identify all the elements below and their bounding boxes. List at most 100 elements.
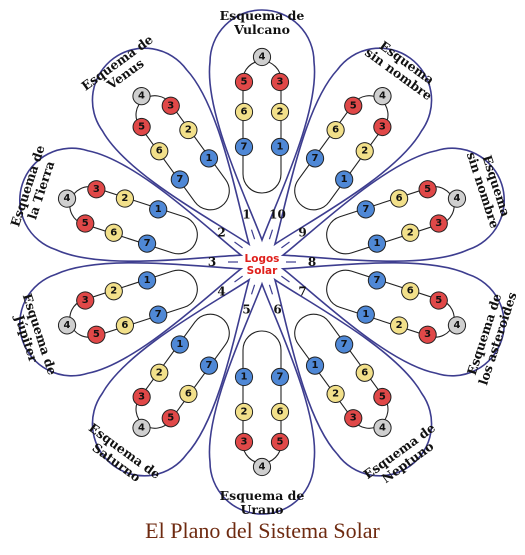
globe-circle [179,120,198,140]
globe-number: 4 [453,193,460,204]
globe-number: 5 [435,295,442,306]
globe-number: 6 [156,146,163,157]
globe-yellow: 6 [326,120,345,140]
globe-red: 5 [234,72,254,92]
globe-yellow: 6 [234,102,254,122]
petal-outline [273,47,433,247]
globe-circle [132,387,151,407]
globe-number: 4 [64,193,71,204]
globe-number: 7 [312,153,319,164]
globe-number: 1 [155,204,162,215]
petal-outline [208,9,316,243]
center-logos: Logos Solar [245,253,280,277]
globe-blue: 7 [234,137,254,157]
globe-circle [137,271,157,290]
inner-spokes [228,229,296,295]
globe-circle [355,142,374,161]
globe-circle [270,367,290,387]
globe-number: 5 [138,121,145,132]
globe-circle [57,189,77,208]
globe-blue: 7 [199,356,219,375]
spoke-line [281,241,290,249]
globe-blue: 1 [170,335,189,354]
globe-red: 3 [429,214,448,233]
globe-number: 1 [341,174,348,185]
globe-circle [326,384,345,404]
globe-yellow: 2 [115,189,135,208]
globe-circle [389,189,409,208]
scheme-label-line: Esquema de [220,488,305,503]
globe-number: 3 [435,218,442,229]
globe-red: 5 [344,96,363,115]
globe-circle [87,180,106,199]
globe-number: 1 [362,309,369,320]
globe-red: 5 [161,409,180,428]
globe-number: 1 [373,238,380,249]
globe-number: 4 [64,320,71,331]
globe-yellow: 2 [326,384,345,404]
globe-circle [270,72,290,92]
scheme-label-line: Vulcano [233,22,290,37]
globe-circle [149,305,168,324]
globe-circle [161,409,180,428]
globe-red: 5 [270,432,290,452]
globe-number: 7 [341,339,348,350]
globe-yellow: 6 [115,316,135,335]
globe-blue: 1 [270,137,290,157]
globe-yellow: 2 [270,102,290,122]
globe-circle [367,271,387,290]
globe-circle [115,189,135,208]
globe-blue: 1 [137,271,157,290]
globe-circle [179,384,198,404]
globe-circle [234,432,254,452]
globe-number: 7 [176,174,183,185]
globe-blue: 1 [149,200,168,219]
globe-number: 2 [110,286,117,297]
globe-number: 7 [373,275,380,286]
spoke-line [268,284,274,295]
globe-yellow: 6 [179,384,198,404]
globe-circle [234,367,254,387]
globe-red: 3 [344,409,363,428]
globe-number: 6 [361,367,368,378]
globe-number: 5 [93,329,100,340]
globe-number: 6 [121,320,128,331]
globe-gray: 4 [57,316,77,335]
globe-number: 2 [185,125,192,136]
globe-yellow: 2 [401,223,420,242]
globe-number: 3 [82,295,89,306]
globe-circle [115,316,135,335]
globe-red: 5 [76,214,95,233]
globe-number: 5 [350,100,357,111]
sector-number: 2 [217,226,225,240]
globe-circle [252,457,272,477]
globe-red: 3 [161,96,180,115]
globe-number: 6 [110,227,117,238]
globe-circle [270,137,290,157]
globe-yellow: 2 [234,402,254,422]
globe-circle [150,142,169,161]
globe-circle [149,200,168,219]
globe-number: 6 [407,286,414,297]
globe-circle [137,234,157,253]
globe-circle [356,305,375,324]
sector-number: 9 [298,226,306,240]
globe-number: 2 [277,107,284,118]
globe-number: 4 [379,91,386,102]
globe-number: 5 [424,184,431,195]
globe-circle [373,387,392,407]
globe-gray: 4 [252,47,272,67]
globe-number: 5 [167,413,174,424]
scheme-label-line: Urano [240,502,283,517]
globe-circle [335,335,354,354]
globe-red: 3 [418,325,437,344]
globe-circle [199,149,219,168]
globe-yellow: 6 [270,402,290,422]
